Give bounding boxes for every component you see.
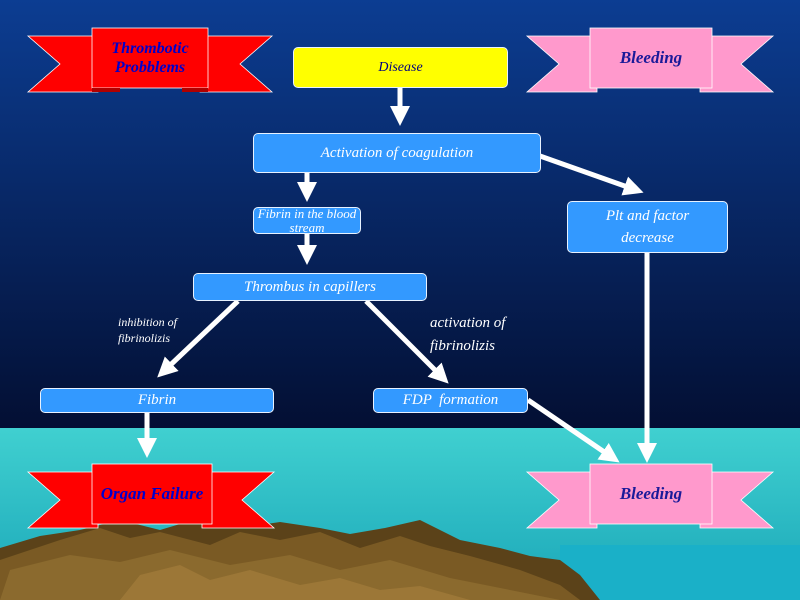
- fibrin-node: Fibrin: [40, 388, 274, 413]
- ribbon-thrombotic: [26, 27, 274, 93]
- bleeding-bottom-label: Bleeding: [619, 483, 683, 503]
- arrow-thrombus-fibrin: [157, 299, 240, 378]
- arrow-fdp-bleeding: [526, 397, 620, 463]
- plt-decrease-node: Plt and factor decrease: [567, 201, 728, 253]
- activation-fibrinolizis-label: activation of fibrinolizis: [430, 315, 506, 354]
- organ-failure-label: Organ Failure: [100, 483, 204, 503]
- arrow-activation-plt: [539, 153, 644, 196]
- thrombus-node: Thrombus in capillers: [193, 273, 427, 301]
- fibrin-stream-node: Fibrin in the blood stream: [253, 207, 361, 234]
- ribbon-organ-failure: [26, 463, 276, 529]
- thrombotic-problems-label: Thrombotic Probblems: [111, 39, 189, 76]
- ribbon-bleeding-bottom: [525, 463, 775, 529]
- disease-node: Disease: [293, 47, 508, 88]
- ribbon-bleeding-top: [525, 27, 775, 93]
- bleeding-top-label: Bleeding: [619, 47, 683, 67]
- arrow-thrombus-fdp: [364, 299, 449, 384]
- fdp-formation-node: FDP formation: [373, 388, 528, 413]
- inhibition-label: inhibition of fibrinolizis: [118, 315, 178, 346]
- activation-node: Activation of coagulation: [253, 133, 541, 173]
- arrows: [137, 88, 657, 463]
- mountains: [0, 518, 600, 600]
